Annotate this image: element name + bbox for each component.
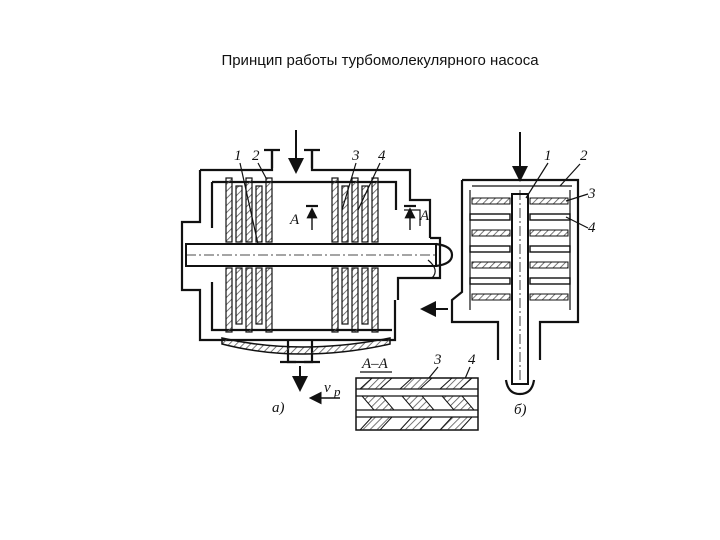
label-a-1: 1 <box>234 148 242 164</box>
velocity-subscript: р <box>333 384 341 399</box>
label-b-3: 3 <box>587 186 596 202</box>
caption-a: а) <box>272 400 285 416</box>
label-b-4: 4 <box>588 220 596 236</box>
caption-b: б) <box>514 402 527 418</box>
section-mark-right: А <box>404 204 430 230</box>
label-a-2: 2 <box>252 148 260 164</box>
oil-sump-a <box>221 337 391 355</box>
section-title: А–А <box>361 356 389 372</box>
blade-stack-right <box>331 177 379 333</box>
label-a-4: 4 <box>378 148 386 164</box>
figure-b: 1 2 3 4 б) <box>450 132 596 418</box>
section-mark-label-left: А <box>289 212 300 228</box>
section-label-3: 3 <box>433 352 442 368</box>
velocity-label: v <box>324 380 331 396</box>
section-mark-label-right: А <box>419 208 430 224</box>
housing-b <box>450 178 580 360</box>
label-a-3: 3 <box>351 148 360 164</box>
slide-title: Принцип работы турбомолекулярного насоса <box>221 52 539 69</box>
disks-b <box>469 197 571 301</box>
section-a-a: А–А 3 4 <box>355 352 479 431</box>
label-b-1: 1 <box>544 148 552 164</box>
section-mark-left: А <box>289 204 318 230</box>
figure-a: А А 1 2 3 4 а) v р <box>180 130 454 416</box>
section-label-4: 4 <box>468 352 476 368</box>
label-b-2: 2 <box>580 148 588 164</box>
blade-stack-left <box>225 177 273 333</box>
rotor-shaft-a <box>185 242 454 279</box>
